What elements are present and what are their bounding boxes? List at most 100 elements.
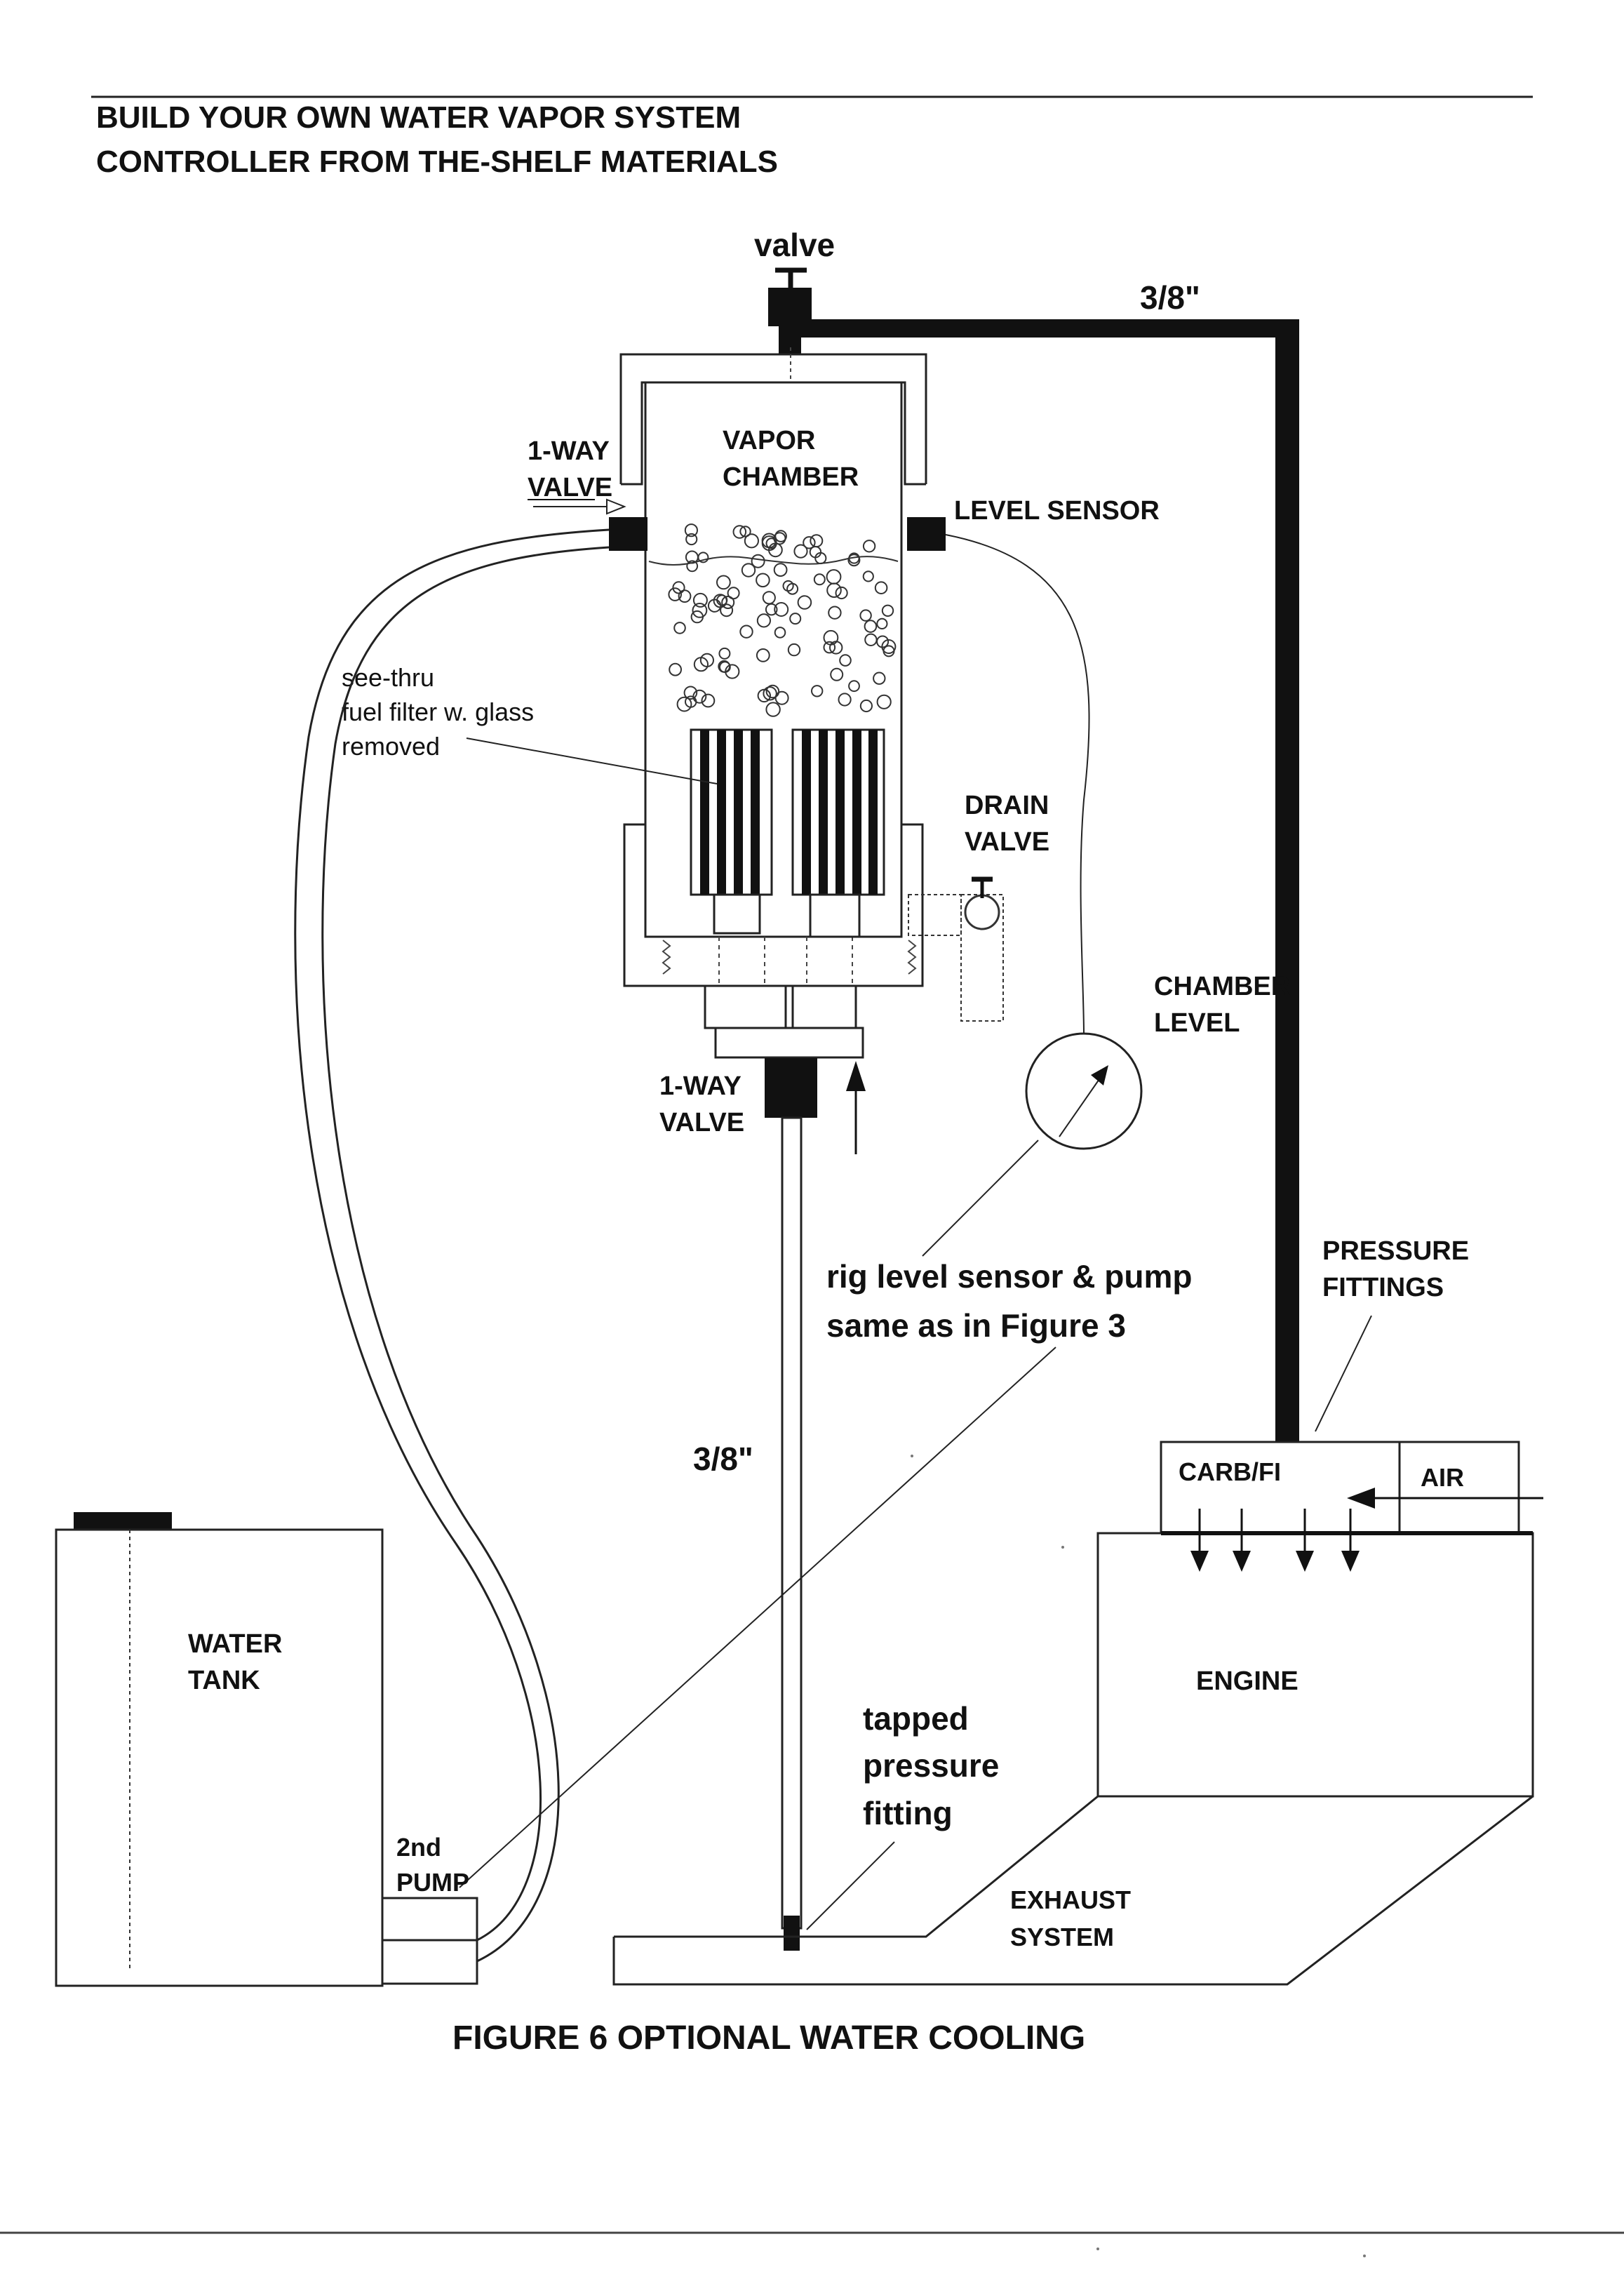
bubble [838,693,852,707]
carb-assembly [1160,1441,1520,1535]
bubble [774,627,786,639]
bubble [864,633,878,646]
vapor-chamber-label-2: CHAMBER [723,462,859,492]
bubble [774,602,789,617]
tapped-label-1: tapped [863,1700,969,1737]
pressure-fittings-leader [1315,1315,1372,1432]
bubble [765,684,780,699]
vapor-chamber [619,353,927,1059]
water-tank [55,1512,384,1987]
bubble [859,609,872,622]
bubble [873,672,886,685]
filter-note-1: see-thru [342,663,434,692]
exhaust-label-1: EXHAUST [1010,1885,1131,1914]
pressure-fittings-label-1: PRESSURE [1322,1236,1469,1266]
bubble [756,573,770,588]
level-sensor-wire [945,534,1090,1036]
bubble [668,587,683,601]
bubble [757,688,772,703]
bubble [774,690,789,705]
water-tank-label-2: TANK [188,1666,260,1695]
bubble [693,657,709,672]
one-way-valve-top-label-2: VALVE [528,473,612,502]
fuel-filter-element [690,728,885,938]
filter-leader-line [466,737,718,784]
bubble [762,591,776,605]
chamber-level-label-1: CHAMBER [1154,972,1290,1001]
bubble [826,582,842,599]
intake-arrow-head [1341,1551,1360,1572]
bubble [823,629,839,646]
pressure-fittings-label-2: FITTINGS [1322,1273,1444,1302]
bubble [848,680,860,693]
drain-valve-label-1: DRAIN [965,791,1049,820]
bubble [690,610,704,624]
bubble [810,534,824,548]
drain-valve-label-2: VALVE [965,827,1049,857]
bubble [797,595,812,610]
bubble [814,552,827,565]
bubble [751,554,765,568]
exhaust-label-2: SYSTEM [1010,1923,1114,1951]
top-valve [768,267,812,354]
bubble [701,693,716,708]
bubble [744,533,760,549]
bubble [813,573,826,586]
header-line-1: BUILD YOUR OWN WATER VAPOR SYSTEM [96,100,741,135]
bubble [678,589,692,603]
bubble [803,536,816,549]
bubble [773,563,788,577]
bubble [756,648,770,662]
scan-specks [911,1455,1366,2257]
bubble [727,587,740,600]
bubble [685,550,699,564]
bubble [741,563,756,577]
exhaust-system [612,1795,1534,1986]
figure-caption: FIGURE 6 OPTIONAL WATER COOLING [452,2019,1085,2057]
valve-top-label: valve [754,227,835,263]
filter-note-2: fuel filter w. glass [342,697,534,726]
bubble [669,662,682,676]
rig-note-1: rig level sensor & pump [826,1258,1192,1295]
bubble [862,540,876,553]
bubble [793,544,808,559]
engine-block [1096,1532,1534,1798]
one-way-valve-bottom-label-2: VALVE [659,1108,744,1137]
bubble [811,685,824,697]
one-way-valve-bottom-label-1: 1-WAY [659,1071,741,1101]
intake-arrows [1190,1509,1360,1572]
bubble [718,647,731,660]
bubble [826,569,842,585]
carb-label: CARB/FI [1179,1457,1281,1486]
bubble [692,603,708,618]
bubble [756,613,772,628]
intake-arrow-head [1190,1551,1209,1572]
air-intake-arrow [1347,1488,1543,1509]
pump-label-1: 2nd [396,1833,441,1862]
bubble [862,570,874,582]
bubble [761,533,777,549]
level-sensor [907,517,946,551]
bubble [823,641,836,654]
bubble [763,686,777,701]
bubble [830,667,844,681]
bubble [716,594,728,606]
bubble [673,622,686,634]
flow-up-arrow [846,1061,866,1154]
air-label: AIR [1421,1463,1464,1492]
filter-note-3: removed [342,732,440,761]
bubble [739,526,751,537]
bubble [765,702,781,717]
bubble [765,603,778,616]
intake-arrow-head [1233,1551,1251,1572]
bubble [720,603,734,617]
one-way-valve-top [609,517,647,551]
bubble [718,660,731,673]
bubble [684,523,699,537]
bubble [881,604,894,617]
tapped-leader-line [806,1841,895,1930]
chamber-level-label-2: LEVEL [1154,1008,1240,1038]
pump-label-2: PUMP [396,1868,469,1897]
bubble [676,696,692,712]
